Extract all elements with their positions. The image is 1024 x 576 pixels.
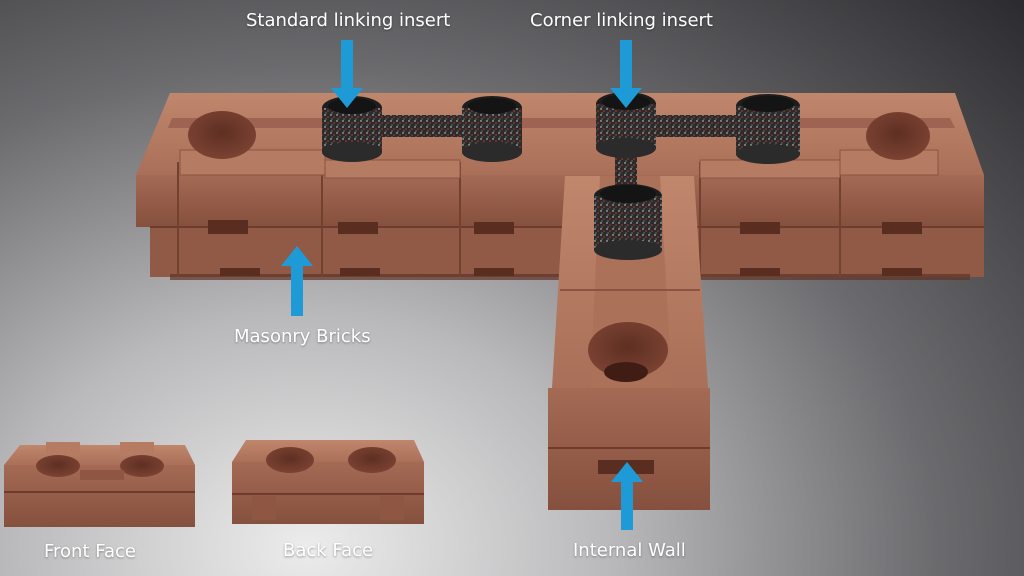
wall-right-end-hole	[866, 112, 930, 160]
wall-joints	[177, 162, 841, 277]
arrow-standard-insert	[331, 40, 363, 108]
label-corner-linking-insert: Corner linking insert	[530, 10, 713, 31]
masonry-wall	[136, 93, 984, 280]
label-standard-linking-insert: Standard linking insert	[246, 10, 451, 31]
front-face-hole-right	[120, 455, 164, 477]
corner-linking-insert	[594, 92, 800, 260]
label-front-face: Front Face	[44, 541, 136, 562]
back-face-hole-left	[266, 447, 314, 473]
standard-linking-insert	[322, 96, 522, 162]
wall-left-end-hole	[188, 111, 256, 159]
internal-wall-branch	[548, 176, 710, 510]
front-face-hole-left	[36, 455, 80, 477]
wall-front-slots	[208, 220, 922, 276]
wall-top-groove	[168, 118, 955, 128]
label-internal-wall: Internal Wall	[573, 540, 686, 561]
back-face-brick	[232, 440, 424, 524]
arrow-internal-wall	[611, 462, 643, 530]
wall-top-steps	[179, 149, 939, 179]
arrow-corner-insert	[610, 40, 642, 108]
branch-hole	[588, 322, 668, 378]
linking-inserts	[322, 92, 800, 260]
front-face-brick	[4, 442, 195, 527]
label-back-face: Back Face	[283, 540, 374, 561]
arrow-masonry-bricks	[281, 246, 313, 316]
callout-arrows	[281, 40, 643, 530]
wall-front-upper-course	[136, 175, 984, 227]
label-masonry-bricks: Masonry Bricks	[234, 326, 371, 347]
back-face-hole-right	[348, 447, 396, 473]
